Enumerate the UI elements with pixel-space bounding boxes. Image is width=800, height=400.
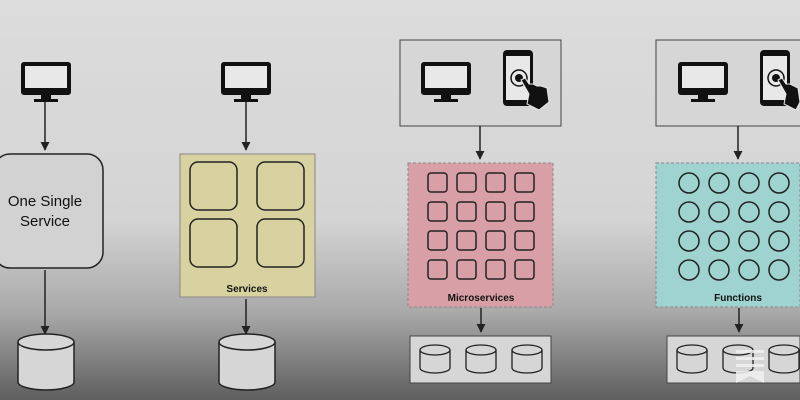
microservice-block xyxy=(456,172,477,193)
monolith-service-box xyxy=(0,153,104,269)
smartphone-tap-icon xyxy=(760,50,800,111)
microservice-block xyxy=(514,230,535,251)
service-block xyxy=(189,218,238,268)
desktop-monitor-icon xyxy=(221,62,271,102)
service-block xyxy=(256,218,305,268)
database-icon xyxy=(768,344,800,374)
service-block-grid xyxy=(189,161,305,268)
function-node xyxy=(708,230,730,252)
database-icon xyxy=(465,344,497,374)
microservice-block xyxy=(485,172,506,193)
service-block xyxy=(256,161,305,211)
function-node xyxy=(738,259,760,281)
function-node xyxy=(768,230,790,252)
monolith-label-line-1: One Single xyxy=(8,193,82,210)
desktop-monitor-icon xyxy=(21,62,71,102)
database-icon xyxy=(419,344,451,374)
database-icon xyxy=(218,333,276,391)
microservice-block xyxy=(427,230,448,251)
database-group xyxy=(419,344,543,374)
function-grid xyxy=(678,172,790,281)
document-lines-icon xyxy=(736,350,764,383)
microservice-block xyxy=(427,172,448,193)
microservices-column: Microservices xyxy=(399,39,562,384)
desktop-monitor-icon xyxy=(421,62,471,102)
function-node xyxy=(768,259,790,281)
function-node xyxy=(768,172,790,194)
services-label: Services xyxy=(226,284,268,295)
microservice-block xyxy=(514,172,535,193)
function-node xyxy=(738,172,760,194)
microservice-block xyxy=(456,201,477,222)
microservice-block xyxy=(456,259,477,280)
microservice-block xyxy=(427,259,448,280)
function-node xyxy=(678,259,700,281)
smartphone-tap-icon xyxy=(503,50,550,111)
service-block xyxy=(189,161,238,211)
function-node xyxy=(738,201,760,223)
function-node xyxy=(678,201,700,223)
microservice-block xyxy=(485,230,506,251)
database-icon xyxy=(17,333,75,391)
function-node xyxy=(678,172,700,194)
desktop-monitor-icon xyxy=(678,62,728,102)
microservice-block xyxy=(514,259,535,280)
function-node xyxy=(768,201,790,223)
microservice-block xyxy=(485,201,506,222)
monolith-label-line-2: Service xyxy=(20,213,70,230)
functions-label: Functions xyxy=(714,293,762,304)
function-node xyxy=(708,201,730,223)
microservice-block xyxy=(514,201,535,222)
function-node xyxy=(678,230,700,252)
functions-column: Functions xyxy=(655,39,800,384)
function-node xyxy=(708,172,730,194)
microservices-label: Microservices xyxy=(448,293,515,304)
microservice-grid xyxy=(427,172,535,280)
function-node xyxy=(738,230,760,252)
database-icon xyxy=(511,344,543,374)
microservice-block xyxy=(427,201,448,222)
services-column: Services xyxy=(179,62,316,391)
database-icon xyxy=(676,344,708,374)
monolith-column: One Single Service xyxy=(0,62,104,391)
microservice-block xyxy=(485,259,506,280)
microservice-block xyxy=(456,230,477,251)
function-node xyxy=(708,259,730,281)
